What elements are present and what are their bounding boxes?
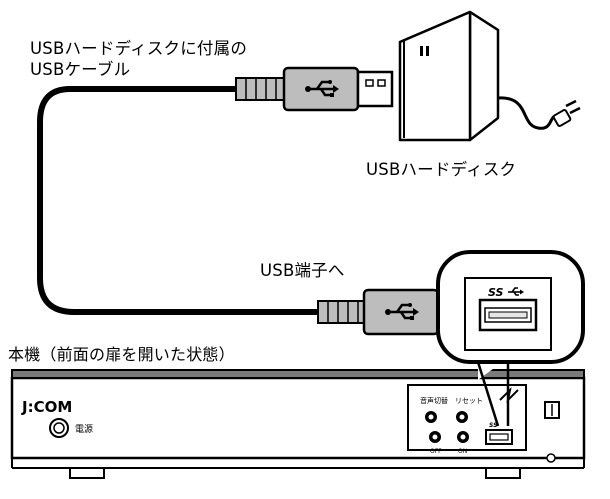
device-body-label: 本機（前面の扉を開いた状態） — [8, 345, 235, 364]
cable-label-line2: USBケーブル — [30, 60, 131, 79]
off-label: OFF — [430, 448, 442, 455]
on-label: ON — [458, 448, 467, 455]
brand-logo: J:COM — [21, 398, 72, 416]
device-body: J:COM 電源 音声切替 リセット OFF ON SS — [10, 369, 586, 479]
power-cable — [497, 96, 581, 130]
zoom-callout: SS — [436, 250, 585, 427]
cable-label: USBハードディスクに付属の USBケーブル — [30, 38, 247, 80]
side-hole — [546, 453, 556, 463]
power-label: 電源 — [75, 424, 93, 435]
usb-trident-icon — [508, 287, 524, 296]
cable-label-line1: USBハードディスクに付属の — [30, 39, 248, 58]
on-button[interactable] — [457, 431, 469, 443]
off-button[interactable] — [429, 431, 441, 443]
audio-switch-label: 音声切替 — [420, 396, 448, 405]
usb-trident-icon — [385, 303, 419, 320]
usb-trident-icon — [305, 80, 339, 97]
usb-hard-disk — [398, 10, 500, 142]
usb-cable — [37, 86, 318, 315]
audio-switch-button[interactable] — [425, 411, 437, 423]
usb-connector-top — [235, 66, 394, 112]
reset-label: リセット — [455, 397, 483, 405]
hard-disk-label: USBハードディスク — [366, 160, 517, 179]
usb-port-label: USB端子へ — [260, 261, 345, 280]
ss-logo-small: SS — [489, 422, 497, 429]
power-button[interactable] — [49, 418, 69, 438]
ss-logo: SS — [488, 286, 504, 299]
reset-button[interactable] — [456, 411, 468, 423]
